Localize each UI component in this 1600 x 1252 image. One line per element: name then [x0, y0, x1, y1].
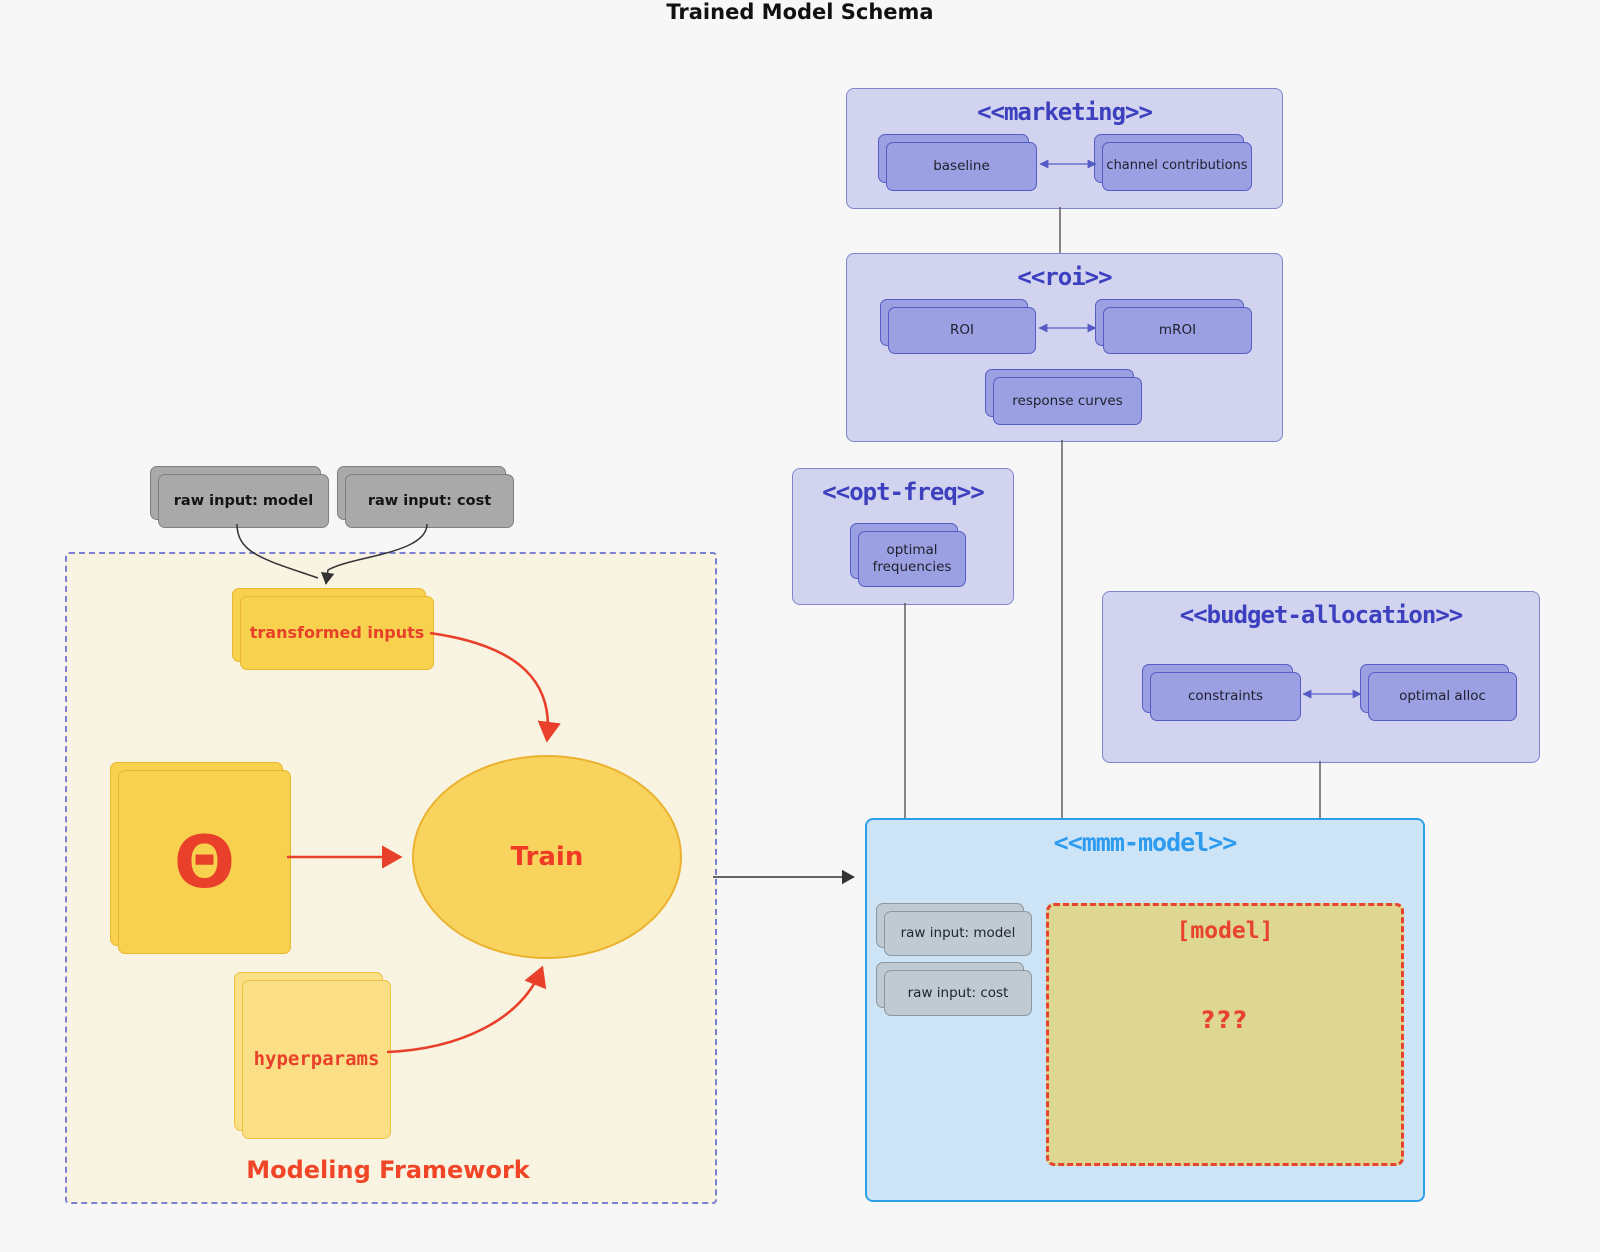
node-optimal-frequencies: optimal frequencies — [850, 523, 966, 587]
opt-freq-group-title: <<opt-freq>> — [822, 478, 984, 506]
page-title: Trained Model Schema — [666, 0, 934, 24]
node-mmm-raw-input-cost: raw input: cost — [876, 962, 1032, 1016]
node-hyperparams: hyperparams — [234, 972, 391, 1139]
node-response-curves: response curves — [985, 369, 1142, 425]
node-mroi: mROI — [1095, 299, 1252, 354]
node-raw-input-model: raw input: model — [150, 466, 329, 528]
budget-allocation-group-title: <<budget-allocation>> — [1179, 601, 1463, 629]
node-baseline: baseline — [878, 134, 1037, 191]
roi-group-title: <<roi>> — [1017, 263, 1112, 291]
model-label: [model] — [1176, 918, 1274, 944]
node-raw-input-cost: raw input: cost — [337, 466, 514, 528]
node-train: Train — [412, 755, 682, 959]
node-constraints: constraints — [1142, 664, 1301, 721]
model-placeholder-box: [model] ??? — [1046, 903, 1404, 1166]
node-transformed-inputs: transformed inputs — [232, 588, 434, 670]
node-channel-contributions: channel contributions — [1094, 134, 1252, 191]
node-mmm-raw-input-model: raw input: model — [876, 903, 1032, 956]
modeling-framework-label: Modeling Framework — [246, 1156, 530, 1184]
model-unknown-label: ??? — [1201, 1006, 1249, 1034]
marketing-group-title: <<marketing>> — [977, 98, 1153, 126]
mmm-model-group-title: <<mmm-model>> — [1053, 828, 1238, 857]
node-roi: ROI — [880, 299, 1036, 354]
node-theta: Θ — [110, 762, 291, 954]
node-optimal-alloc: optimal alloc — [1360, 664, 1517, 721]
